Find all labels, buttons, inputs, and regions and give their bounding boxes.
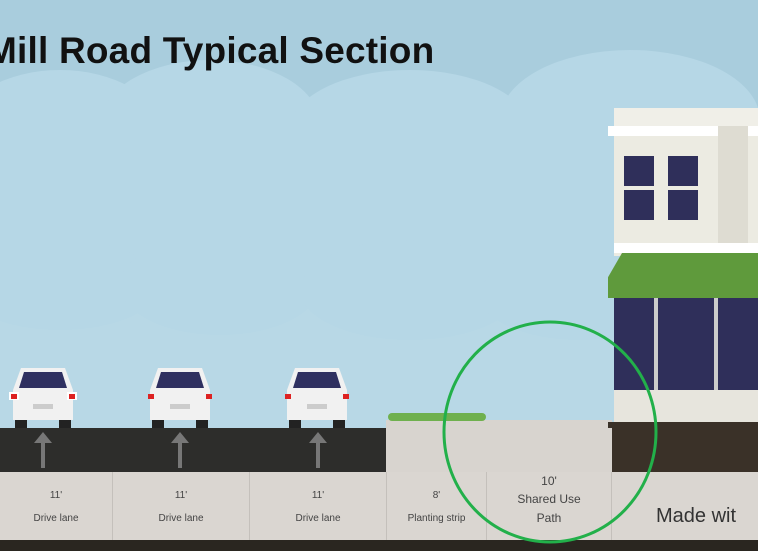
segment-name: Drive lane <box>295 513 341 524</box>
sidewalk-curb <box>386 420 612 472</box>
segment-drive-lane[interactable]: 11' Drive lane <box>0 472 113 540</box>
segment-drive-lane[interactable]: 11' Drive lane <box>113 472 250 540</box>
segment-labels: 11' Drive lane 11' Drive lane 11' Drive lan… <box>0 472 758 540</box>
segment-name: Shared Use Path <box>517 492 581 525</box>
segment-width: 8' <box>432 490 441 501</box>
segment-width: 11' <box>174 490 188 501</box>
planting-grass <box>388 413 486 421</box>
made-with-credit: Made wit <box>656 505 737 527</box>
segment-width: 10' <box>541 474 557 488</box>
segment-width: 11' <box>49 490 63 501</box>
building-illustration <box>608 108 758 428</box>
car-icon <box>9 368 77 428</box>
segment-name: Drive lane <box>158 513 204 524</box>
arrow-up-icon <box>171 432 189 468</box>
arrow-up-icon <box>34 432 52 468</box>
car-icon <box>285 368 349 428</box>
bottom-bar <box>0 540 758 551</box>
segment-planting-strip[interactable]: 8' Planting strip <box>387 472 487 540</box>
segment-name: Planting strip <box>407 513 466 524</box>
car-icon <box>148 368 212 428</box>
segment-width: 11' <box>311 490 325 501</box>
arrow-up-icon <box>309 432 327 468</box>
segment-drive-lane[interactable]: 11' Drive lane <box>250 472 387 540</box>
page-title: Mill Road Typical Section <box>0 30 435 71</box>
segment-shared-use-path[interactable]: 10' Shared Use Path <box>487 472 612 540</box>
segment-name: Drive lane <box>33 513 79 524</box>
